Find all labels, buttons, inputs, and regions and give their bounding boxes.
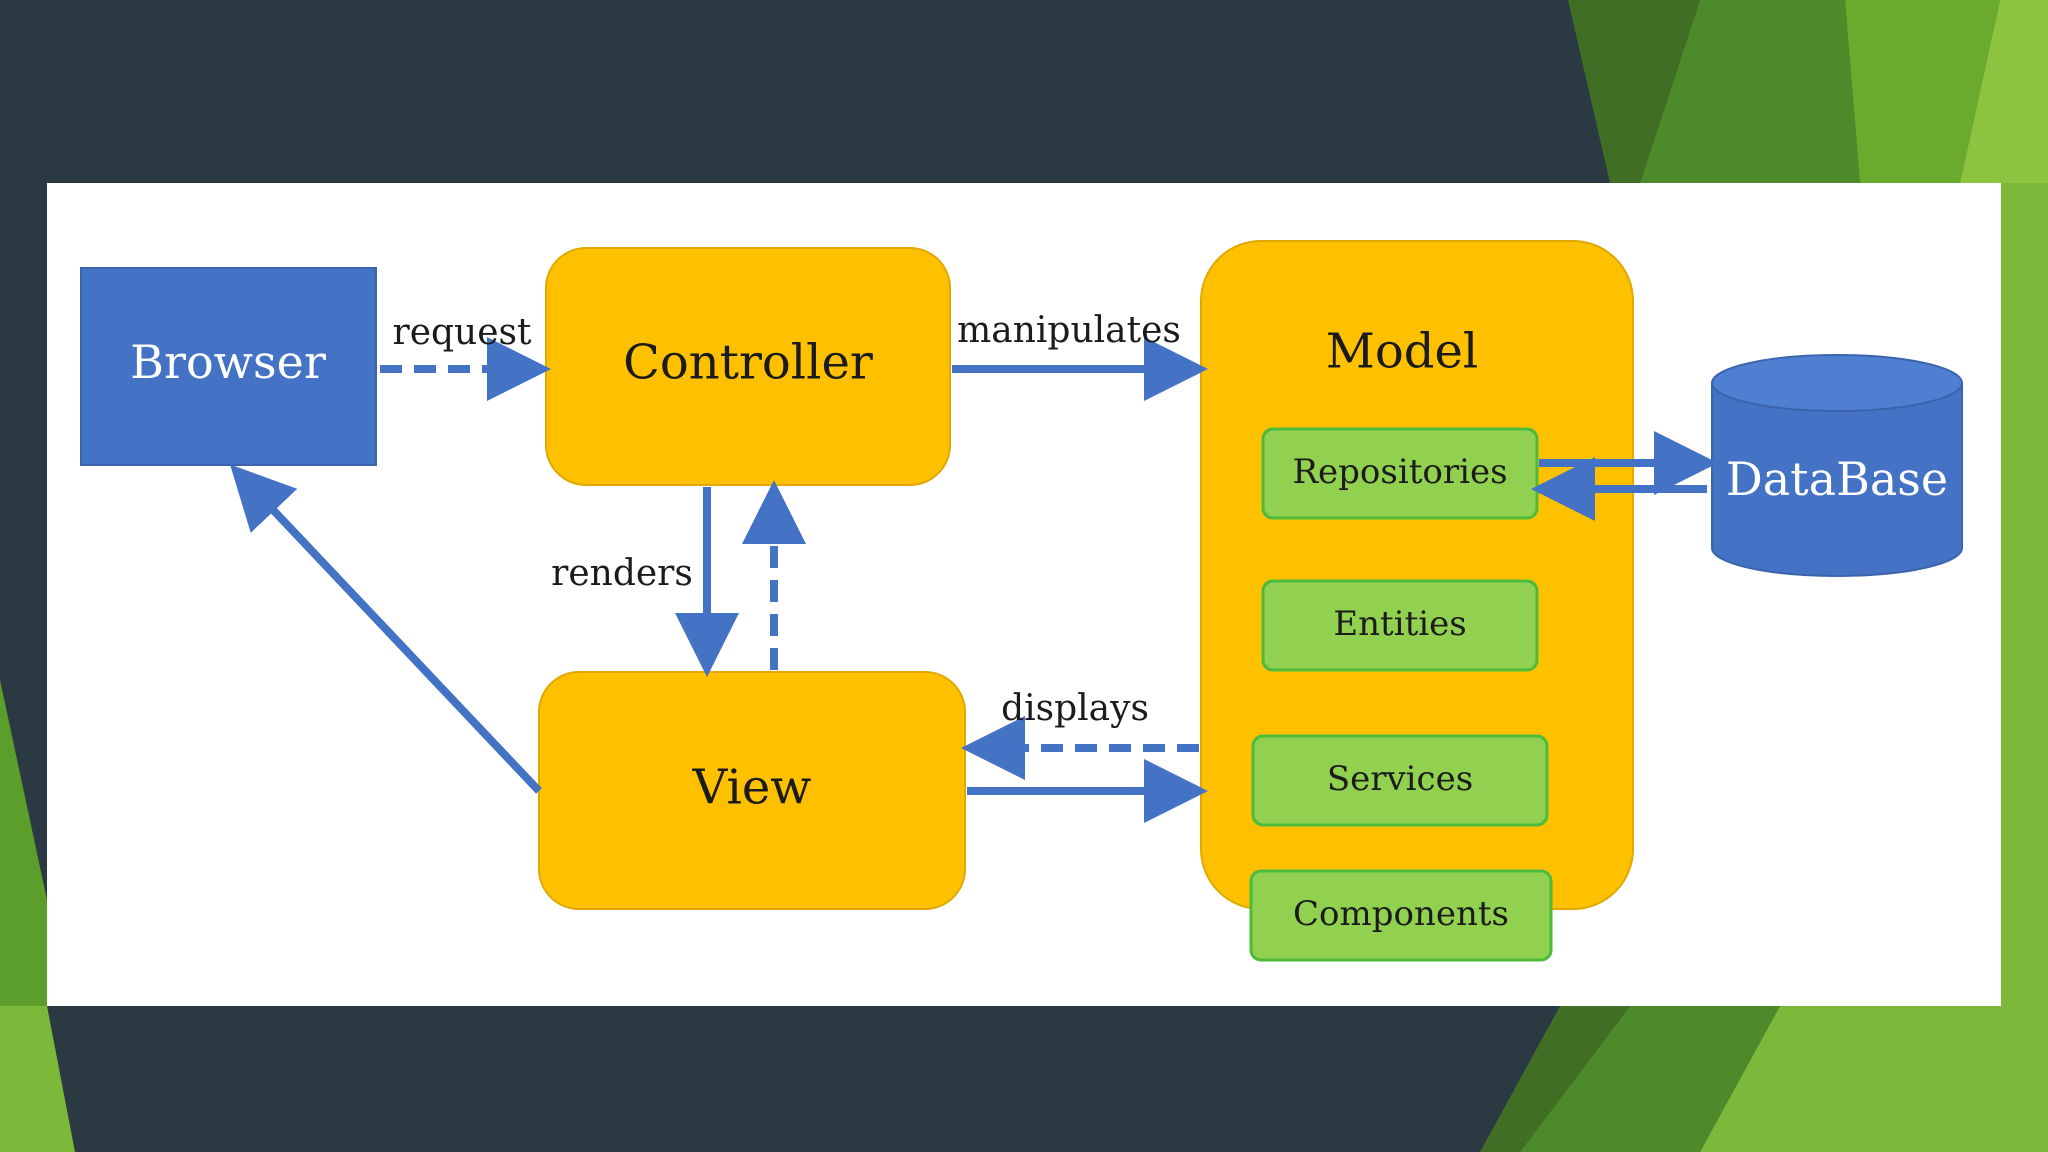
components-label: Components [1293, 894, 1509, 934]
green-facet [1845, 0, 2000, 183]
green-facet [1568, 0, 1700, 183]
green-facet [1960, 0, 2048, 183]
displays-label: displays [1001, 688, 1149, 729]
green-facet [1700, 1006, 2048, 1152]
repositories-node: Repositories [1261, 427, 1539, 520]
repositories-label: Repositories [1292, 452, 1507, 492]
renders-label: renders [551, 553, 693, 594]
services-node: Services [1251, 734, 1549, 827]
request-label: request [393, 312, 533, 353]
green-facet [0, 1006, 75, 1152]
controller-node: Controller [545, 247, 951, 486]
components-node: Components [1249, 869, 1553, 962]
green-facet [1520, 1006, 1780, 1152]
green-facet [2001, 183, 2048, 1006]
database-label: DataBase [1726, 452, 1948, 506]
services-box [1251, 734, 1549, 827]
mvc-diagram: Browser Controller View Model Repositori… [80, 240, 1963, 962]
database-body [1711, 382, 1963, 577]
controller-label: Controller [623, 335, 873, 391]
diagram-panel: Browser Controller View Model Repositori… [47, 183, 2001, 1006]
view-to-browser-arrow [230, 464, 542, 794]
services-label: Services [1327, 759, 1473, 799]
view-label: View [692, 760, 812, 816]
view-node: View [538, 671, 966, 910]
entities-node: Entities [1261, 579, 1539, 672]
browser-node: Browser [80, 267, 377, 466]
entities-label: Entities [1333, 604, 1466, 644]
browser-label: Browser [130, 335, 326, 389]
database-node: DataBase [1711, 354, 1963, 577]
green-facet [1480, 1006, 1630, 1152]
manipulates-label: manipulates [957, 310, 1181, 351]
green-facet [1640, 0, 1860, 183]
model-label: Model [1326, 324, 1479, 380]
entities-box [1261, 579, 1539, 672]
database-top [1711, 354, 1963, 412]
browser-box [80, 267, 377, 466]
components-box [1249, 869, 1553, 962]
